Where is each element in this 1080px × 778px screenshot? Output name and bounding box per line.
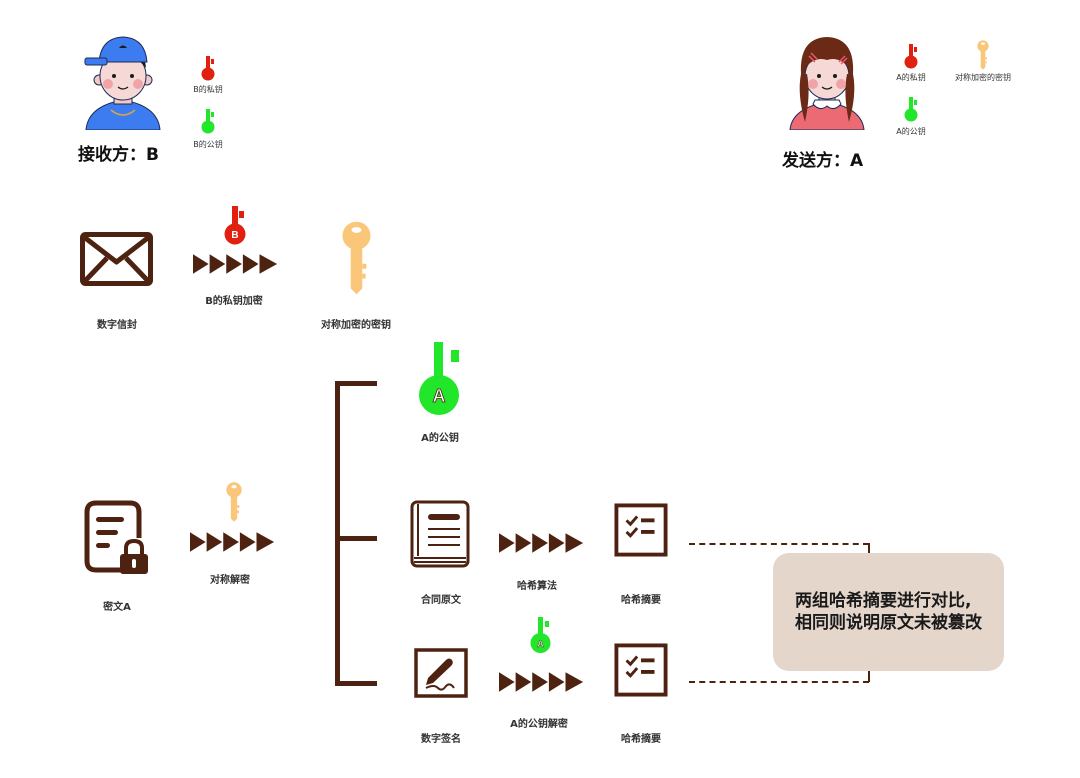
branch-bracket-top [335, 381, 377, 386]
symmetric-key-icon [226, 482, 242, 522]
sender-role-label: 发送方：A [782, 151, 864, 171]
sender-public-key [903, 96, 919, 122]
callout-line-2: 相同则说明原文未被篡改 [795, 613, 982, 633]
digital-envelope [80, 232, 153, 286]
dashed-connector-top-drop [868, 543, 870, 555]
hash-digest-1-label: 哈希摘要 [621, 595, 661, 606]
digital-signature [414, 648, 468, 698]
svg-text:A: A [433, 386, 446, 406]
sender-private-key [903, 43, 919, 69]
digital-envelope-label: 数字信封 [97, 320, 137, 331]
hash-digest-2 [614, 643, 668, 697]
a-public-key-label: A的公钥 [421, 433, 459, 444]
svg-text:B: B [231, 230, 238, 241]
signature-decrypt-label: A的公钥解密 [510, 719, 568, 730]
b-private-key-large: B [222, 205, 248, 245]
sender-private-key-label: A的私钥 [896, 73, 926, 82]
ciphertext-document [84, 500, 150, 576]
signature-pen-icon [414, 648, 468, 698]
a-public-key-large: A [418, 340, 464, 416]
green-public-key-icon [201, 109, 215, 134]
receiver-private-key [200, 55, 216, 81]
sender-public-key-label: A的公钥 [896, 127, 926, 136]
receiver-public-key-label: B的公钥 [193, 140, 223, 149]
decrypt-arrows-label: 对称解密 [210, 575, 250, 586]
green-public-key-icon: A [419, 342, 459, 415]
sender-symmetric-key-label: 对称加密的密钥 [955, 73, 1011, 82]
arrow-chevrons-icon [193, 252, 281, 276]
decrypt-arrows [190, 530, 278, 554]
receiver-avatar [83, 34, 163, 131]
sender-symmetric-key [975, 40, 991, 70]
comparison-callout: 两组哈希摘要进行对比, 相同则说明原文未被篡改 [773, 553, 1004, 671]
green-public-key-icon [904, 97, 918, 122]
encrypt-arrows [193, 252, 281, 276]
contract-original-label: 合同原文 [421, 595, 461, 606]
a-public-key-small: A [529, 616, 553, 654]
symmetric-key-small [225, 481, 243, 523]
symmetric-key-large [340, 219, 373, 297]
locked-document-icon [84, 500, 148, 574]
symmetric-key-icon [342, 221, 371, 295]
girl-avatar-icon [789, 37, 865, 131]
symmetric-key-label: 对称加密的密钥 [321, 320, 391, 331]
symmetric-key-icon [977, 40, 989, 70]
receiver-public-key [200, 108, 216, 134]
dashed-connector-bottom [689, 681, 869, 683]
hash-arrows [499, 531, 587, 555]
green-public-key-icon: A [530, 617, 551, 653]
arrow-chevrons-icon [499, 531, 587, 555]
dashed-connector-bottom-rise [868, 670, 870, 682]
contract-original [410, 500, 470, 570]
digital-signature-label: 数字签名 [421, 734, 461, 745]
dashed-connector-top [689, 543, 869, 545]
branch-bracket-vertical [335, 381, 340, 686]
ciphertext-label: 密文A [103, 602, 131, 613]
red-private-key-icon: B [224, 206, 246, 245]
red-private-key-icon [904, 44, 918, 69]
svg-text:A: A [537, 639, 544, 649]
arrow-chevrons-icon [190, 530, 278, 554]
red-private-key-icon [201, 56, 215, 81]
book-document-icon [410, 500, 470, 568]
arrow-chevrons-icon [499, 670, 587, 694]
receiver-role-label: 接收方：B [78, 145, 159, 165]
checklist-icon [614, 643, 668, 697]
sender-avatar [787, 34, 867, 131]
callout-line-1: 两组哈希摘要进行对比, [795, 591, 972, 611]
encrypt-arrows-label: B的私钥加密 [205, 296, 263, 307]
boy-avatar-icon [84, 36, 161, 131]
hash-digest-1 [614, 503, 668, 557]
hash-digest-2-label: 哈希摘要 [621, 734, 661, 745]
hash-algorithm-label: 哈希算法 [517, 581, 557, 592]
signature-decrypt-arrows [499, 670, 587, 694]
checklist-icon [614, 503, 668, 557]
receiver-private-key-label: B的私钥 [193, 85, 223, 94]
branch-bracket-bottom [335, 681, 377, 686]
branch-bracket-middle [335, 536, 377, 541]
envelope-icon [80, 232, 153, 286]
